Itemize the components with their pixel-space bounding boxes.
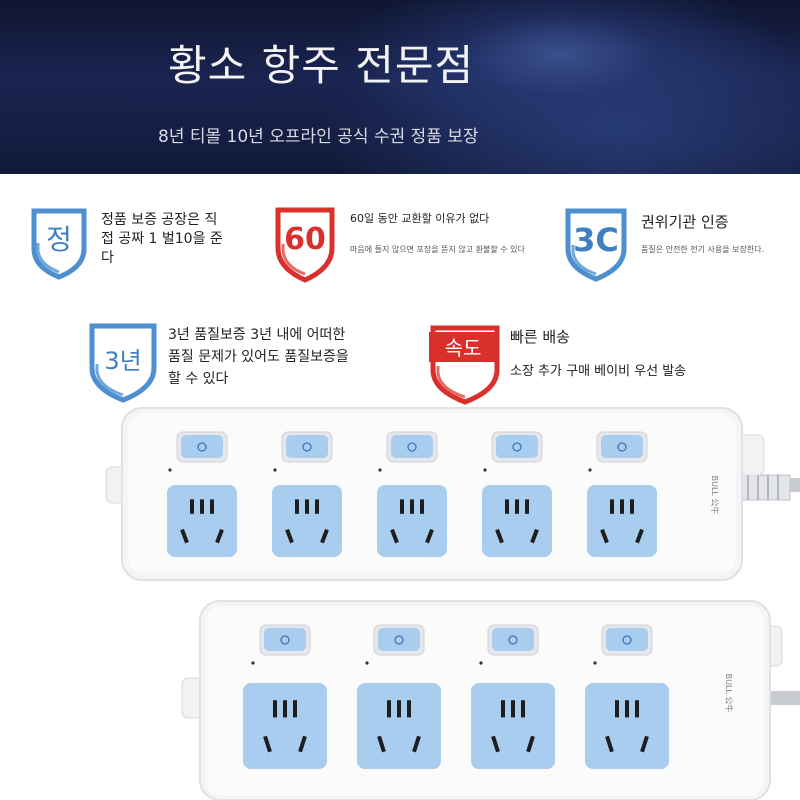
- feature-fast-desc: 소장 추가 구매 베이비 우선 발송: [510, 364, 687, 379]
- power-switch[interactable]: [386, 431, 438, 463]
- feature-3c-desc: 품질은 안전한 전기 사용을 보장한다.: [641, 245, 765, 254]
- power-switch[interactable]: [373, 624, 425, 656]
- outlet-socket: [482, 485, 552, 557]
- power-switch[interactable]: [176, 431, 228, 463]
- power-switch[interactable]: [281, 431, 333, 463]
- feature-3c-title: 권위기관 인증: [641, 213, 729, 231]
- feature-genuine-text: 정품 보증 공장은 직 접 공짜 1 벌10을 준 다: [101, 212, 223, 266]
- banner-subtitle: 8년 티몰 10년 오프라인 공식 수권 정품 보장: [158, 127, 479, 147]
- banner-title: 황소 항주 전문점: [168, 41, 475, 90]
- outlet-socket: [167, 485, 237, 557]
- power-switch[interactable]: [601, 624, 653, 656]
- shield-badge-text: 60: [284, 222, 326, 257]
- shield-icon: 3C: [565, 208, 627, 282]
- outlet-socket: [243, 683, 327, 769]
- shield-badge-text: 3년: [104, 347, 141, 375]
- power-switch[interactable]: [487, 624, 539, 656]
- power-switch[interactable]: [596, 431, 648, 463]
- feature-3-year-text: 3년 품질보증 3년 내에 어떠한 품질 문제가 있어도 품질보증을 할 수 있…: [168, 327, 349, 387]
- feature-60-desc: 마음에 들지 않으면 포장을 뜯지 않고 환불할 수 있다: [350, 245, 525, 254]
- shield-badge-text: 3C: [573, 221, 619, 259]
- outlet-socket: [471, 683, 555, 769]
- hero-banner: 황소 항주 전문점 8년 티몰 10년 오프라인 공식 수권 정품 보장: [0, 0, 800, 174]
- power-strip-5-outlet: BULL 公牛: [105, 407, 800, 581]
- shield-badge-text: 정: [46, 223, 72, 256]
- shield-badge-text: 속도: [445, 336, 482, 360]
- outlet-socket: [585, 683, 669, 769]
- shield-icon: 60: [275, 207, 335, 283]
- power-switch[interactable]: [259, 624, 311, 656]
- outlet-socket: [377, 485, 447, 557]
- outlet-socket: [357, 683, 441, 769]
- outlet-socket: [587, 485, 657, 557]
- feature-60-title: 60일 동안 교환할 이유가 없다: [350, 212, 490, 225]
- outlet-socket: [272, 485, 342, 557]
- power-switch[interactable]: [491, 431, 543, 463]
- brand-label: BULL 公牛: [710, 476, 720, 515]
- shield-icon: 3년: [89, 323, 157, 403]
- feature-fast-title: 빠른 배송: [510, 328, 570, 346]
- brand-label: BULL 公牛: [724, 674, 734, 713]
- power-strip-4-outlet: BULL 公牛: [181, 600, 800, 800]
- shield-icon: 속도: [429, 325, 500, 405]
- shield-icon: 정: [31, 208, 87, 280]
